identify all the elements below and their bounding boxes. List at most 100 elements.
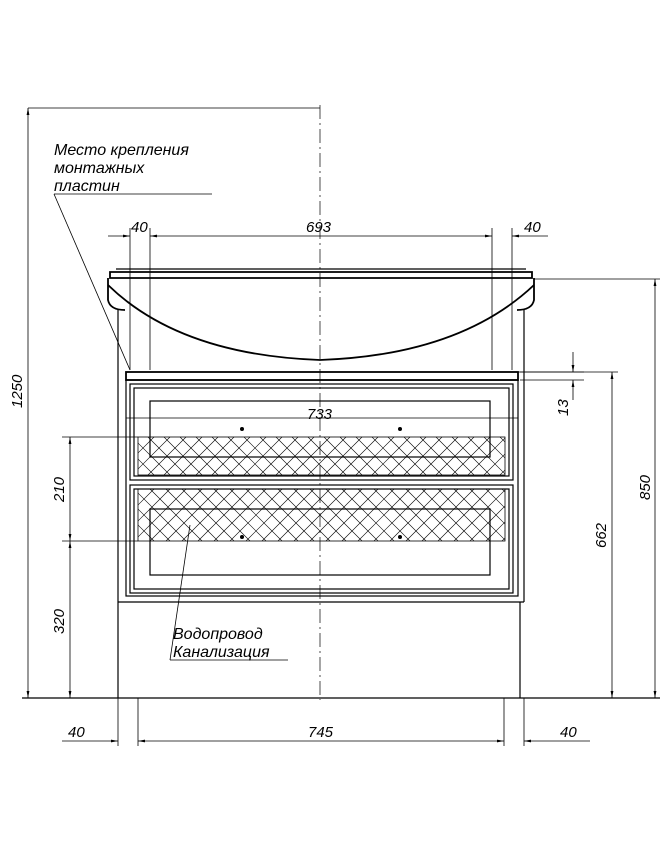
hatch-line bbox=[291, 437, 331, 475]
pipe-zone-upper-hatch bbox=[138, 437, 570, 475]
pipe-callout-leader bbox=[169, 524, 288, 661]
water-note: Водопровод bbox=[173, 626, 263, 643]
hatch-line bbox=[483, 453, 505, 475]
bottom-dimension-lines bbox=[62, 698, 590, 746]
dim-cabinet-height-line bbox=[518, 371, 618, 698]
hatch-line bbox=[435, 437, 475, 475]
hatch-line bbox=[499, 437, 505, 443]
dim-overall-height-line bbox=[534, 278, 660, 698]
hatch-line bbox=[405, 489, 459, 541]
hatch-line bbox=[138, 437, 155, 454]
pipe-zone-upper bbox=[137, 436, 506, 476]
hatch-line bbox=[243, 437, 283, 475]
hatch-line bbox=[419, 437, 459, 475]
pipe-zone-lower bbox=[137, 488, 506, 542]
hatch-line bbox=[339, 437, 379, 475]
hatch-line bbox=[534, 489, 586, 541]
hatch-line bbox=[516, 437, 554, 475]
hatch-line bbox=[197, 489, 251, 541]
mount-note-line2: монтажных bbox=[54, 160, 145, 177]
hatch-line bbox=[371, 437, 411, 475]
hatch-line bbox=[467, 437, 505, 475]
hatch-line bbox=[259, 437, 299, 475]
hatch-line bbox=[341, 489, 395, 541]
hatch-line bbox=[277, 489, 331, 541]
dim-pipe-lines bbox=[62, 436, 138, 698]
hatch-line bbox=[532, 437, 570, 475]
dim-small-gap-line bbox=[520, 352, 584, 400]
hatch-line bbox=[138, 458, 155, 475]
hatch-line bbox=[451, 437, 491, 475]
hatch-line bbox=[195, 437, 235, 475]
hatch-line bbox=[516, 437, 554, 475]
hatch-line bbox=[275, 437, 315, 475]
hatch-line bbox=[532, 437, 570, 475]
hatch-line bbox=[138, 489, 171, 522]
dim-bottom-right: 40 bbox=[560, 724, 577, 741]
upper-drawer bbox=[129, 383, 514, 481]
hatch-line bbox=[138, 489, 187, 538]
dim-pipe-floor: 320 bbox=[51, 608, 68, 634]
hatch-line bbox=[499, 469, 505, 475]
hatch-line bbox=[307, 437, 347, 475]
hatch-line bbox=[453, 489, 505, 541]
hatch-line bbox=[138, 437, 139, 438]
hatch-line bbox=[485, 489, 505, 509]
hatch-line bbox=[229, 489, 283, 541]
hatch-line bbox=[501, 489, 505, 493]
hatch-line bbox=[211, 437, 251, 475]
dim-cabinet-height: 662 bbox=[593, 522, 610, 548]
pipe-zone-lower-hatch bbox=[138, 489, 586, 541]
hatch-line bbox=[421, 489, 475, 541]
hatch-line bbox=[534, 489, 586, 541]
hatch-line bbox=[165, 489, 219, 541]
hatch-line bbox=[518, 489, 570, 541]
dim-top-left: 40 bbox=[131, 219, 148, 236]
dim-bottom-width: 745 bbox=[308, 724, 334, 741]
dim-total-height: 1250 bbox=[9, 374, 26, 408]
dim-overall-height: 850 bbox=[637, 474, 654, 500]
hatch-line bbox=[138, 489, 155, 506]
hatch-line bbox=[179, 437, 219, 475]
hatch-line bbox=[403, 437, 443, 475]
hatch-line bbox=[181, 489, 235, 541]
hatch-line bbox=[389, 489, 443, 541]
lower-drawer bbox=[129, 484, 514, 594]
dim-total-height-line bbox=[26, 107, 320, 698]
hatch-line bbox=[485, 521, 505, 541]
hatch-line bbox=[163, 437, 203, 475]
hatch-line bbox=[309, 489, 363, 541]
cabinet-legs bbox=[117, 602, 521, 698]
mount-note-line1: Место крепления bbox=[54, 142, 189, 159]
sink-basin bbox=[107, 268, 535, 361]
dim-top-width: 693 bbox=[306, 219, 332, 236]
hatch-line bbox=[323, 437, 363, 475]
hatch-line bbox=[245, 489, 299, 541]
hatch-line bbox=[387, 437, 427, 475]
hatch-line bbox=[518, 489, 570, 541]
hatch-line bbox=[147, 437, 187, 475]
hatch-line bbox=[213, 489, 267, 541]
hatch-line bbox=[437, 489, 491, 541]
hatch-line bbox=[325, 489, 379, 541]
dim-small-gap: 13 bbox=[555, 399, 572, 416]
hatch-line bbox=[261, 489, 315, 541]
dim-bottom-left: 40 bbox=[68, 724, 85, 741]
hatch-line bbox=[227, 437, 267, 475]
hatch-line bbox=[469, 505, 505, 541]
hatch-line bbox=[138, 524, 155, 541]
mount-note-line3: пластин bbox=[54, 178, 120, 195]
dim-inner-width: 733 bbox=[307, 406, 333, 423]
dim-top-right: 40 bbox=[524, 219, 541, 236]
hatch-line bbox=[501, 537, 505, 541]
hatch-line bbox=[138, 474, 139, 475]
hatch-line bbox=[357, 489, 411, 541]
dim-pipe-band: 210 bbox=[51, 476, 68, 503]
hatch-line bbox=[355, 437, 395, 475]
hatch-line bbox=[149, 489, 203, 541]
sewer-note: Канализация bbox=[173, 644, 270, 661]
cabinet-body bbox=[117, 310, 525, 603]
hatch-line bbox=[373, 489, 427, 541]
hatch-line bbox=[293, 489, 347, 541]
